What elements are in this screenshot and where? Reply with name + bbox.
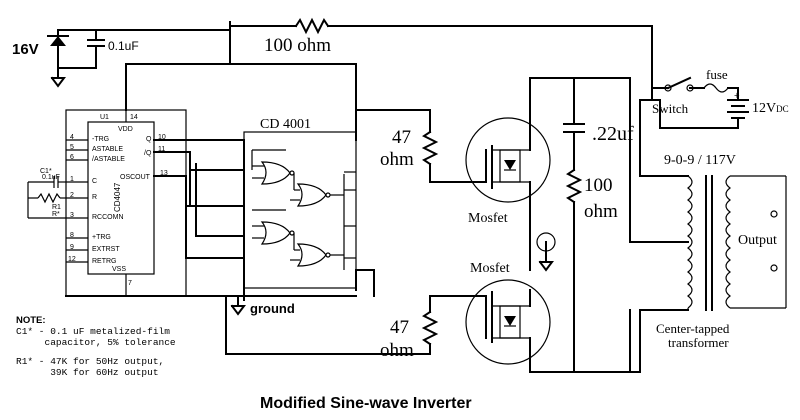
battery-plus: + — [734, 91, 740, 102]
ic1-vss-label: VSS — [112, 266, 127, 273]
transformer-label-1: Center-tapped — [656, 321, 730, 336]
fuse-icon — [703, 83, 729, 93]
c1-value: 0.1uF — [42, 174, 60, 181]
ic1-pin5-num: 5 — [70, 144, 74, 151]
ic1-pin9-name: EXTRST — [92, 246, 120, 253]
mosfet-bottom-body — [465, 279, 551, 365]
output-terminal-bottom — [770, 264, 778, 272]
nor-gate-1 — [260, 161, 291, 185]
mosfet-bottom-label: Mosfet — [470, 261, 510, 276]
nor-gate-4 — [296, 243, 327, 267]
output-terminal-top — [770, 210, 778, 218]
snubber-res-unit: ohm — [584, 201, 618, 222]
mosfet-top-label: Mosfet — [468, 211, 508, 226]
ic1-pin1-name: C — [92, 178, 98, 185]
note-box: NOTE:C1* - 0.1 uF metalized-film capacit… — [16, 304, 226, 389]
transformer-primary — [687, 175, 693, 309]
output-label: Output — [738, 233, 777, 248]
note-title: NOTE: — [16, 315, 46, 326]
ic1-pin11-name: /Q — [144, 150, 152, 157]
ic1-u-label: U1 — [100, 114, 109, 121]
transformer-secondary — [725, 175, 731, 309]
ic2-label: CD 4001 — [260, 117, 311, 132]
gate-res-bot-value: 47 — [390, 317, 409, 338]
resistor-r1 — [37, 192, 61, 204]
ic1-pin9-num: 9 — [70, 244, 74, 251]
ic1-pin2-name: R — [92, 194, 98, 201]
snubber-res-value: 100 — [584, 175, 613, 196]
transformer-rating-label: 9-0-9 / 117V — [664, 153, 736, 168]
ic1-pin13-name: OSCOUT — [120, 174, 150, 181]
r1-value: R* — [52, 211, 60, 218]
ic1-pin10-name: Q — [146, 136, 152, 143]
ic1-pin7-label: 7 — [128, 280, 132, 287]
resistor-47ohm-top — [421, 130, 439, 166]
resistor-top-label: 100 ohm — [264, 35, 332, 56]
note-line-3 — [16, 348, 226, 356]
c1-label: C1* — [40, 168, 52, 175]
ic1-pin4-name: -TRG — [92, 136, 110, 143]
ic1-pin5-name: ASTABLE — [92, 146, 123, 153]
switch-lever — [666, 76, 692, 90]
r1-label: R1 — [52, 204, 61, 211]
switch-label: Switch — [652, 101, 689, 116]
supply-cap-label: 0.1uF — [108, 39, 139, 53]
ground-icon-mosfet — [538, 260, 554, 272]
gate-res-top-value: 47 — [392, 127, 411, 148]
nor-gate-2 — [296, 183, 327, 207]
note-line-5: 39K for 60Hz output — [16, 367, 159, 378]
ic1-part-label: CD4047 — [113, 182, 122, 212]
ic1-pin6-num: 6 — [70, 154, 74, 161]
diagram-title: Modified Sine-wave Inverter — [260, 395, 472, 412]
ground-label: ground — [250, 301, 295, 316]
battery-minus: - — [734, 113, 738, 124]
transformer-label-2: transformer — [668, 335, 729, 350]
ic1-pin8-num: 8 — [70, 232, 74, 239]
ic1-pin1-num: 1 — [70, 176, 74, 183]
ic1-pin13-num: 13 — [160, 170, 168, 177]
ic1-vdd-label: VDD — [118, 126, 133, 133]
mosfet-top-body — [465, 117, 551, 203]
ic1-pin10-num: 10 — [158, 134, 166, 141]
ground-icon-supply — [50, 76, 66, 88]
zener-diode-icon — [50, 36, 66, 46]
ic1-pin12-name: RETRG — [92, 258, 117, 265]
ic1-pin8-name: +TRG — [92, 234, 111, 241]
fuse-label: fuse — [706, 67, 728, 82]
ic1-pin3-num: 3 — [70, 212, 74, 219]
note-line-2: capacitor, 5% tolerance — [16, 337, 176, 348]
ic1-pin4-num: 4 — [70, 134, 74, 141]
resistor-100ohm-top — [294, 17, 330, 35]
gate-res-bot-unit: ohm — [380, 340, 414, 361]
nor-gate-3 — [260, 221, 291, 245]
ic1-pin11-num: 11 — [158, 146, 166, 153]
battery-label: 12VDC — [752, 101, 789, 116]
note-line-1: C1* - 0.1 uF metalized-film — [16, 326, 170, 337]
ic1-pin3-name: RCCOMN — [92, 214, 124, 221]
resistor-100ohm-snubber — [565, 168, 583, 204]
ground-icon-logic — [230, 304, 246, 316]
gate-res-top-unit: ohm — [380, 149, 414, 170]
ic1-pin6-name: /ASTABLE — [92, 156, 125, 163]
snubber-cap-label: .22uf — [592, 123, 634, 145]
resistor-47ohm-bottom — [421, 310, 439, 346]
supply-voltage-label: 16V — [12, 41, 39, 58]
note-line-4: R1* - 47K for 50Hz output, — [16, 356, 165, 367]
ic1-pin2-num: 2 — [70, 192, 74, 199]
ic1-pin12-num: 12 — [68, 256, 76, 263]
ic1-pin14-label: 14 — [130, 114, 138, 121]
